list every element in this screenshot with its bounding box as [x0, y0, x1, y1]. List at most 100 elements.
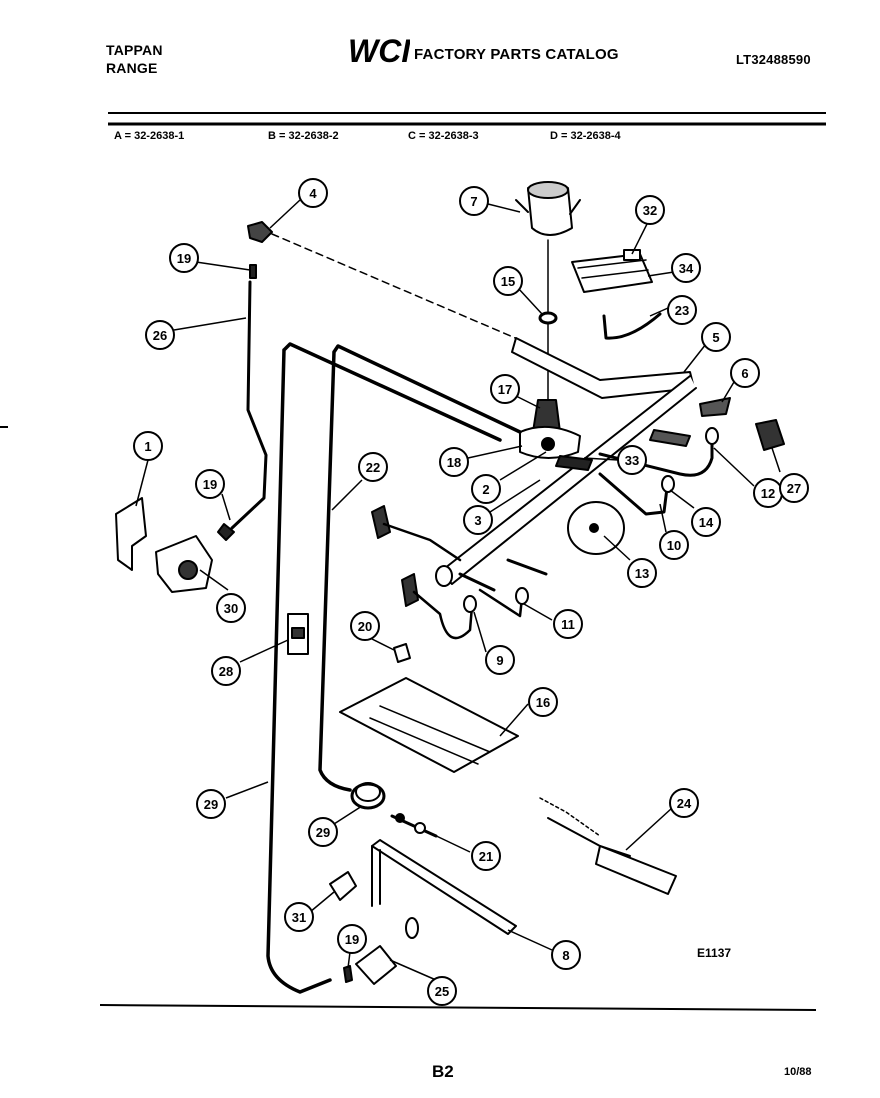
callout-circle — [490, 374, 520, 404]
callout-circle — [216, 593, 246, 623]
callout-circle — [337, 924, 367, 954]
callout-label: 14 — [699, 515, 714, 530]
part-25-valve — [355, 945, 397, 985]
part-30-knob — [178, 560, 198, 580]
callout-27: 27 — [779, 473, 809, 503]
callout-28: 28 — [211, 656, 241, 686]
part-33-fitting — [555, 455, 593, 471]
callout-circle — [669, 788, 699, 818]
part-19-screw-a — [249, 264, 257, 279]
callout-label: 20 — [358, 619, 372, 634]
callout-label: 1 — [144, 439, 151, 454]
callout-circle — [553, 609, 583, 639]
leader-12 — [713, 447, 755, 487]
footer-rule — [99, 1004, 817, 1011]
callout-circle — [691, 507, 721, 537]
leader-26 — [649, 307, 669, 317]
leader-27 — [771, 447, 781, 473]
part-1-bracket — [115, 497, 147, 571]
part-12-nut — [705, 427, 719, 445]
part-2-orifice — [541, 437, 555, 451]
part-7-burner-top — [527, 181, 569, 199]
leader-32 — [631, 221, 649, 255]
callout-label: 25 — [435, 984, 449, 999]
callout-label: 18 — [447, 455, 461, 470]
part-29b-terminal-block — [595, 845, 677, 895]
callout-circle — [485, 645, 515, 675]
callout-16: 16 — [528, 687, 558, 717]
callout-label: 19 — [345, 932, 359, 947]
leader-23 — [173, 317, 247, 331]
catalog-title: FACTORY PARTS CATALOG — [414, 46, 619, 63]
callout-6: 6 — [730, 358, 760, 388]
callout-circle — [284, 902, 314, 932]
leader-10 — [659, 503, 667, 533]
product-line-1: TAPPAN — [106, 42, 163, 58]
callout-circle — [196, 789, 226, 819]
callout-14: 14 — [691, 507, 721, 537]
callout-label: 28 — [219, 664, 233, 679]
part-29-coil-inner — [355, 782, 381, 802]
leader-19-c — [347, 951, 351, 969]
wci-logo-text: WCI — [348, 33, 410, 68]
part-valve-stems — [458, 558, 548, 592]
callout-label: 3 — [474, 513, 481, 528]
callout-label: 29 — [316, 825, 330, 840]
callout-label: 13 — [635, 566, 649, 581]
callout-label: 21 — [479, 849, 493, 864]
model-c: C = 32-2638-3 — [408, 130, 479, 142]
callout-13: 13 — [627, 558, 657, 588]
callout-10: 10 — [659, 530, 689, 560]
callout-8: 8 — [551, 940, 581, 970]
callout-label: 9 — [496, 653, 503, 668]
figure-id: E1137 — [697, 946, 732, 960]
part-12-tube — [598, 430, 714, 477]
callout-circle — [145, 320, 175, 350]
callout-label: 5 — [712, 330, 719, 345]
callout-circle — [169, 243, 199, 273]
callout-circle — [358, 452, 388, 482]
leader-25 — [389, 959, 437, 981]
part-22-tube — [318, 344, 522, 792]
part-3-pipe-end — [435, 565, 453, 587]
callout-label: 34 — [679, 261, 694, 276]
callout-circle — [659, 530, 689, 560]
part-10-tube — [598, 472, 670, 516]
callout-label: 33 — [625, 453, 639, 468]
part-20-nut — [393, 643, 411, 663]
leader-31 — [309, 891, 335, 913]
part-9-nut — [463, 595, 477, 613]
part-15-washer — [538, 311, 558, 325]
leader-19-a — [195, 261, 251, 271]
leader-30 — [199, 569, 229, 591]
part-21-dot-b — [414, 822, 426, 834]
leader-5 — [683, 343, 707, 373]
part-6b-orifice — [649, 429, 691, 447]
callout-label: 6 — [741, 366, 748, 381]
callout-label: 19 — [203, 477, 217, 492]
model-d: D = 32-2638-4 — [550, 130, 621, 142]
part-valve-left-b — [401, 573, 419, 607]
callout-label: 2 — [482, 482, 489, 497]
callout-circle — [133, 431, 163, 461]
callout-circle — [671, 253, 701, 283]
callout-label: 11 — [561, 617, 575, 632]
callout-circle — [635, 195, 665, 225]
callout-24: 24 — [669, 788, 699, 818]
date-code: 10/88 — [784, 1066, 812, 1078]
part-29b-wire — [547, 817, 631, 857]
leader-28 — [239, 639, 289, 663]
callout-31: 31 — [284, 902, 314, 932]
callout-label: 31 — [292, 910, 306, 925]
callout-18: 18 — [439, 447, 469, 477]
part-19-screw-c — [343, 965, 353, 983]
callout-label: 32 — [643, 203, 657, 218]
callout-circle — [493, 266, 523, 296]
part-34-slots — [577, 259, 649, 279]
callout-label: 23 — [675, 303, 689, 318]
callout-11: 11 — [553, 609, 583, 639]
callout-label: 8 — [562, 948, 569, 963]
leader-21 — [427, 831, 471, 853]
